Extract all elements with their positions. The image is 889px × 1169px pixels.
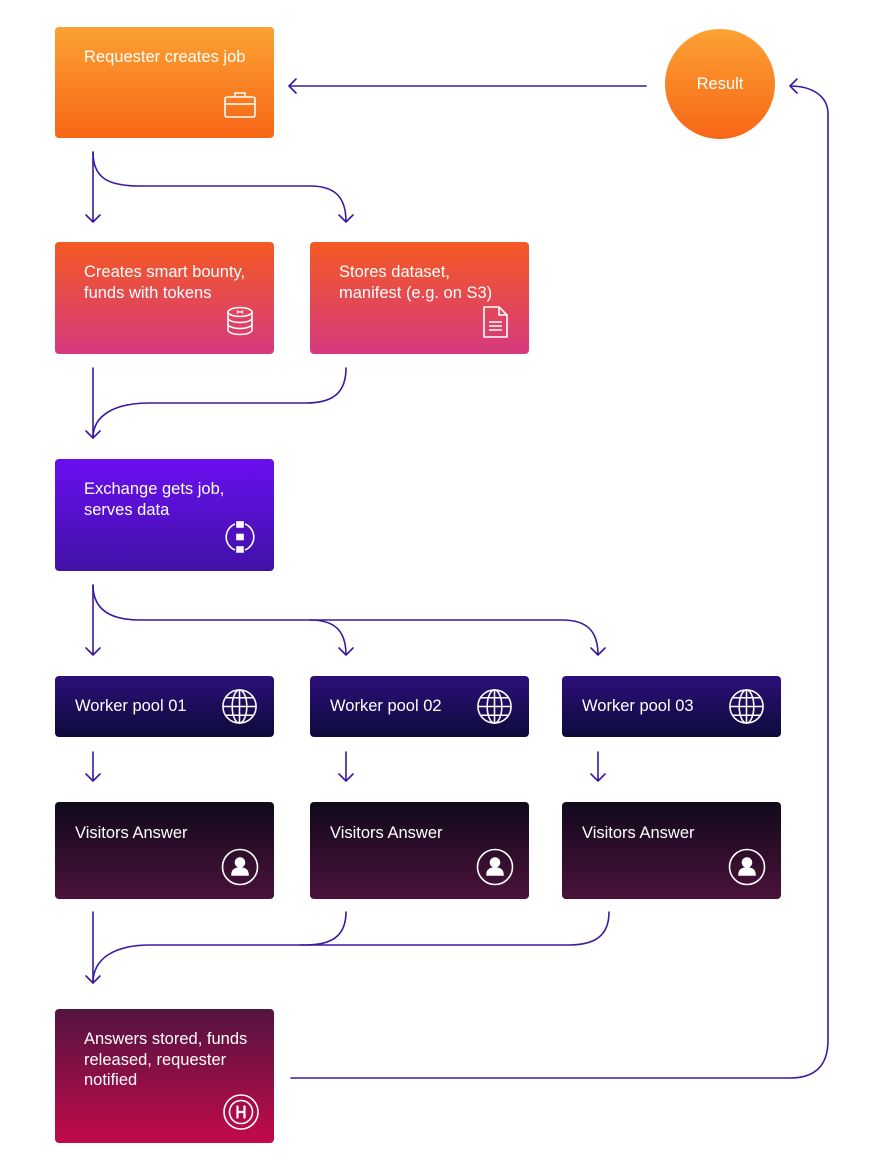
- connector-answer-1-to-final: [85, 911, 101, 984]
- requester-node: Requester creates job: [55, 27, 274, 138]
- connector-answer-2-to-final: [92, 911, 347, 984]
- briefcase-icon: [222, 87, 258, 123]
- exchange-icon: [222, 519, 258, 555]
- visitors-answer-2-label: Visitors Answer: [330, 824, 443, 842]
- visitors-answer-1-label: Visitors Answer: [75, 824, 188, 842]
- user-icon: [727, 847, 767, 887]
- final-node: Answers stored, funds released, requeste…: [55, 1009, 274, 1143]
- connector-exchange-to-pool-3: [309, 619, 606, 656]
- result-label: Result: [696, 75, 744, 93]
- connector-answer-3-to-final: [299, 911, 610, 946]
- exchange-node: Exchange gets job, serves data: [55, 459, 274, 571]
- connector-storage-to-exchange: [92, 367, 347, 439]
- worker-pool-3: Worker pool 03: [562, 676, 781, 737]
- connector-result-to-requester: [288, 78, 647, 94]
- worker-pool-2: Worker pool 02: [310, 676, 529, 737]
- worker-pool-1: Worker pool 01: [55, 676, 274, 737]
- worker-pool-1-label: Worker pool 01: [75, 697, 187, 715]
- connector-requester-to-storage: [92, 151, 354, 223]
- storage-node: Stores dataset, manifest (e.g. on S3): [310, 242, 529, 354]
- requester-label: Requester creates job: [84, 48, 246, 66]
- connector-requester-to-bounty: [85, 151, 101, 223]
- globe-icon: [220, 687, 259, 726]
- worker-pool-3-label: Worker pool 03: [582, 697, 694, 715]
- connector-bounty-to-exchange: [85, 367, 101, 439]
- exchange-label: Exchange gets job, serves data: [84, 480, 225, 519]
- worker-pool-2-label: Worker pool 02: [330, 697, 442, 715]
- result-node: Result: [665, 29, 775, 139]
- document-icon: [477, 304, 513, 340]
- visitors-answer-2: Visitors Answer: [310, 802, 529, 899]
- visitors-answer-3-label: Visitors Answer: [582, 824, 695, 842]
- storage-label: Stores dataset, manifest (e.g. on S3): [339, 263, 493, 302]
- connector-pool-3-to-answer-3: [590, 751, 606, 782]
- connector-pool-1-to-answer-1: [85, 751, 101, 782]
- final-label: Answers stored, funds released, requeste…: [84, 1030, 248, 1089]
- visitors-answer-3: Visitors Answer: [562, 802, 781, 899]
- coin-stack-icon: [222, 304, 258, 340]
- user-icon: [220, 847, 260, 887]
- connector-exchange-to-pool-2: [92, 584, 354, 656]
- connector-exchange-to-pool-1: [85, 584, 101, 656]
- connector-final-to-result: [290, 78, 829, 1079]
- globe-icon: [727, 687, 766, 726]
- bounty-node: Creates smart bounty, funds with tokens: [55, 242, 274, 354]
- globe-icon: [475, 687, 514, 726]
- hmt-token-icon: [222, 1093, 260, 1131]
- bounty-label: Creates smart bounty, funds with tokens: [84, 263, 246, 302]
- visitors-answer-1: Visitors Answer: [55, 802, 274, 899]
- connector-pool-2-to-answer-2: [338, 751, 354, 782]
- user-icon: [475, 847, 515, 887]
